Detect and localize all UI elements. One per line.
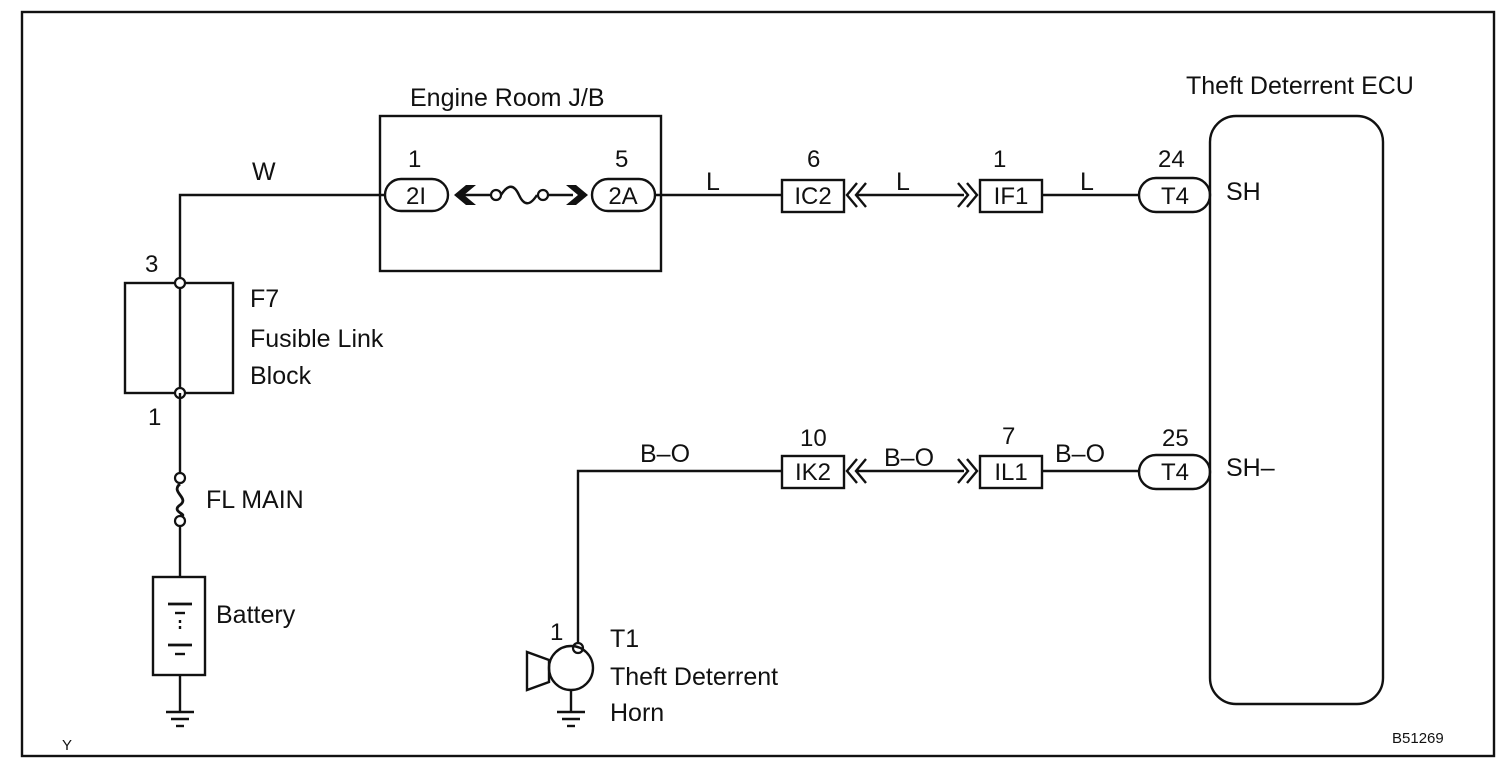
terminal-sh-minus: SH– <box>1226 454 1275 482</box>
upper-wire-label-2: L <box>896 168 910 196</box>
battery-ground-icon <box>166 710 194 728</box>
connector-ic2 <box>780 178 846 214</box>
connector-t4-lower-label: T4 <box>1161 459 1189 486</box>
fusible-link-block <box>123 276 235 400</box>
upper-wire-label-1: L <box>706 168 720 196</box>
battery-symbol <box>151 575 207 712</box>
jb-connector-2i <box>383 177 450 213</box>
fusible-link-pin-bottom: 1 <box>148 404 161 431</box>
fusible-link-label-2: Block <box>250 362 312 390</box>
connector-t4-lower <box>1137 453 1212 491</box>
lower-wire-label-2: B–O <box>884 444 934 472</box>
horn-label-1: Theft Deterrent <box>610 663 778 691</box>
lower-wire-1 <box>576 469 782 645</box>
corner-code-right: B51269 <box>1392 730 1444 747</box>
connector-t4-lower-pin: 25 <box>1162 425 1189 452</box>
jb-title: Engine Room J/B <box>410 84 605 112</box>
connector-ik2 <box>780 454 846 490</box>
connector-t4-upper-label: T4 <box>1161 183 1189 210</box>
horn-label-2: Horn <box>610 699 664 727</box>
wire-label-w: W <box>252 158 276 186</box>
horn-icon <box>525 641 595 712</box>
upper-junction-chevrons <box>845 182 979 208</box>
connector-if1-label: IF1 <box>994 183 1029 210</box>
fusible-link-label-1: Fusible Link <box>250 325 384 353</box>
horn-pin: 1 <box>550 619 563 646</box>
ecu-title: Theft Deterrent ECU <box>1186 72 1414 100</box>
fusible-link-code: F7 <box>250 285 279 313</box>
horn-code: T1 <box>610 625 639 653</box>
lower-junction-chevrons <box>845 458 979 484</box>
ecu-box <box>1208 114 1385 706</box>
horn-ground-icon <box>557 710 585 728</box>
battery-label: Battery <box>216 601 296 629</box>
diagram-frame <box>20 10 1496 758</box>
connector-t4-upper-pin: 24 <box>1158 146 1185 173</box>
jb-right-pin: 5 <box>615 146 628 173</box>
supply-wire-w <box>178 193 385 283</box>
jb-left-pin: 1 <box>408 146 421 173</box>
fl-main-fuse <box>173 393 187 577</box>
connector-il1-pin: 7 <box>1002 423 1015 450</box>
corner-code-left: Y <box>62 737 72 754</box>
connector-ik2-pin: 10 <box>800 425 827 452</box>
fusible-link-pin-top: 3 <box>145 251 158 278</box>
connector-if1-pin: 1 <box>993 146 1006 173</box>
lower-wire-label-3: B–O <box>1055 440 1105 468</box>
terminal-sh: SH <box>1226 178 1261 206</box>
jb-left-label: 2I <box>406 183 426 210</box>
jb-right-label: 2A <box>608 183 637 210</box>
jb-box <box>378 114 663 273</box>
connector-ic2-pin: 6 <box>807 146 820 173</box>
lower-wire-label-1: B–O <box>640 440 690 468</box>
fl-main-label: FL MAIN <box>206 486 304 514</box>
connector-ik2-label: IK2 <box>795 459 831 486</box>
upper-wire-label-3: L <box>1080 168 1094 196</box>
connector-ic2-label: IC2 <box>794 183 831 210</box>
connector-il1-label: IL1 <box>994 459 1027 486</box>
jb-fuse-icon <box>454 185 588 205</box>
